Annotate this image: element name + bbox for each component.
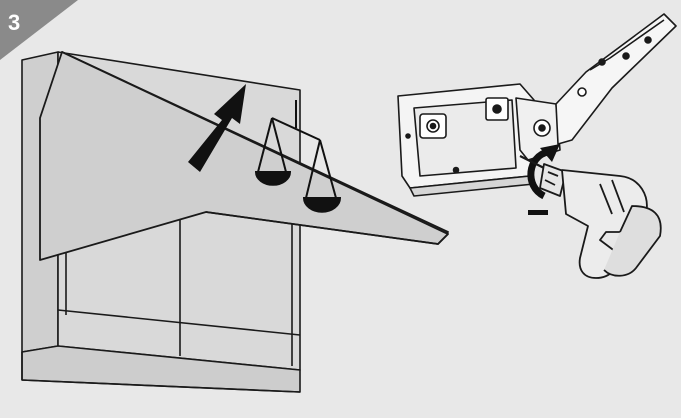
cordless-drill-icon [519,155,662,279]
arrow-up-right-icon [188,84,246,172]
lift-mechanism-detail [397,13,677,197]
lifted-door [39,51,449,261]
balance-scale-icon [254,100,342,213]
step-badge [0,0,78,60]
minus-sign-icon [528,210,548,215]
rotation-direction-icon [527,144,560,200]
step-number: 3 [8,10,21,35]
